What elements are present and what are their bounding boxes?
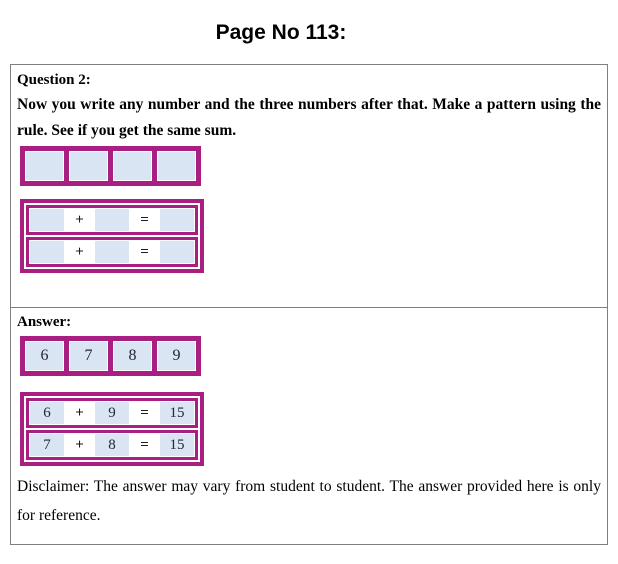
addend-cell: 6 [29, 401, 65, 425]
content-box: Question 2: Now you write any number and… [10, 64, 608, 545]
section-divider [11, 307, 607, 308]
blank-number-cell [69, 151, 108, 181]
question-label: Question 2: [17, 72, 91, 88]
blank-number-grid [20, 146, 201, 186]
equals-operator-cell: = [130, 240, 159, 264]
addend-cell: 9 [94, 401, 130, 425]
answer-number-cell: 8 [113, 341, 152, 371]
plus-operator-cell: + [65, 240, 94, 264]
answer-number-cell: 6 [25, 341, 64, 371]
answer-sum-row: 6 + 9 = 15 [26, 398, 198, 428]
blank-sum-row: + = [26, 205, 198, 235]
addend-cell [29, 240, 65, 264]
result-cell [159, 208, 195, 232]
answer-number-cell: 9 [157, 341, 196, 371]
blank-sum-grid: + = + = [20, 199, 204, 273]
result-cell: 15 [159, 433, 195, 457]
answer-sum-row: 7 + 8 = 15 [26, 430, 198, 460]
question-text: Now you write any number and the three n… [17, 96, 601, 139]
addend-cell: 8 [94, 433, 130, 457]
plus-operator-cell: + [65, 433, 94, 457]
result-cell: 15 [159, 401, 195, 425]
disclaimer-text: Disclaimer: The answer may vary from stu… [17, 478, 601, 524]
equals-operator-cell: = [130, 401, 159, 425]
addend-cell: 7 [29, 433, 65, 457]
page-title: Page No 113: [215, 21, 347, 44]
plus-operator-cell: + [65, 401, 94, 425]
equals-operator-cell: = [130, 208, 159, 232]
plus-operator-cell: + [65, 208, 94, 232]
answer-number-cell: 7 [69, 341, 108, 371]
blank-sum-row: + = [26, 237, 198, 267]
blank-number-cell [157, 151, 196, 181]
answer-number-grid: 6 7 8 9 [20, 336, 201, 376]
equals-operator-cell: = [130, 433, 159, 457]
addend-cell [29, 208, 65, 232]
addend-cell [94, 240, 130, 264]
blank-number-cell [113, 151, 152, 181]
addend-cell [94, 208, 130, 232]
answer-label: Answer: [17, 314, 72, 330]
blank-number-cell [25, 151, 64, 181]
result-cell [159, 240, 195, 264]
answer-sum-grid: 6 + 9 = 15 7 + 8 = 15 [20, 392, 204, 466]
